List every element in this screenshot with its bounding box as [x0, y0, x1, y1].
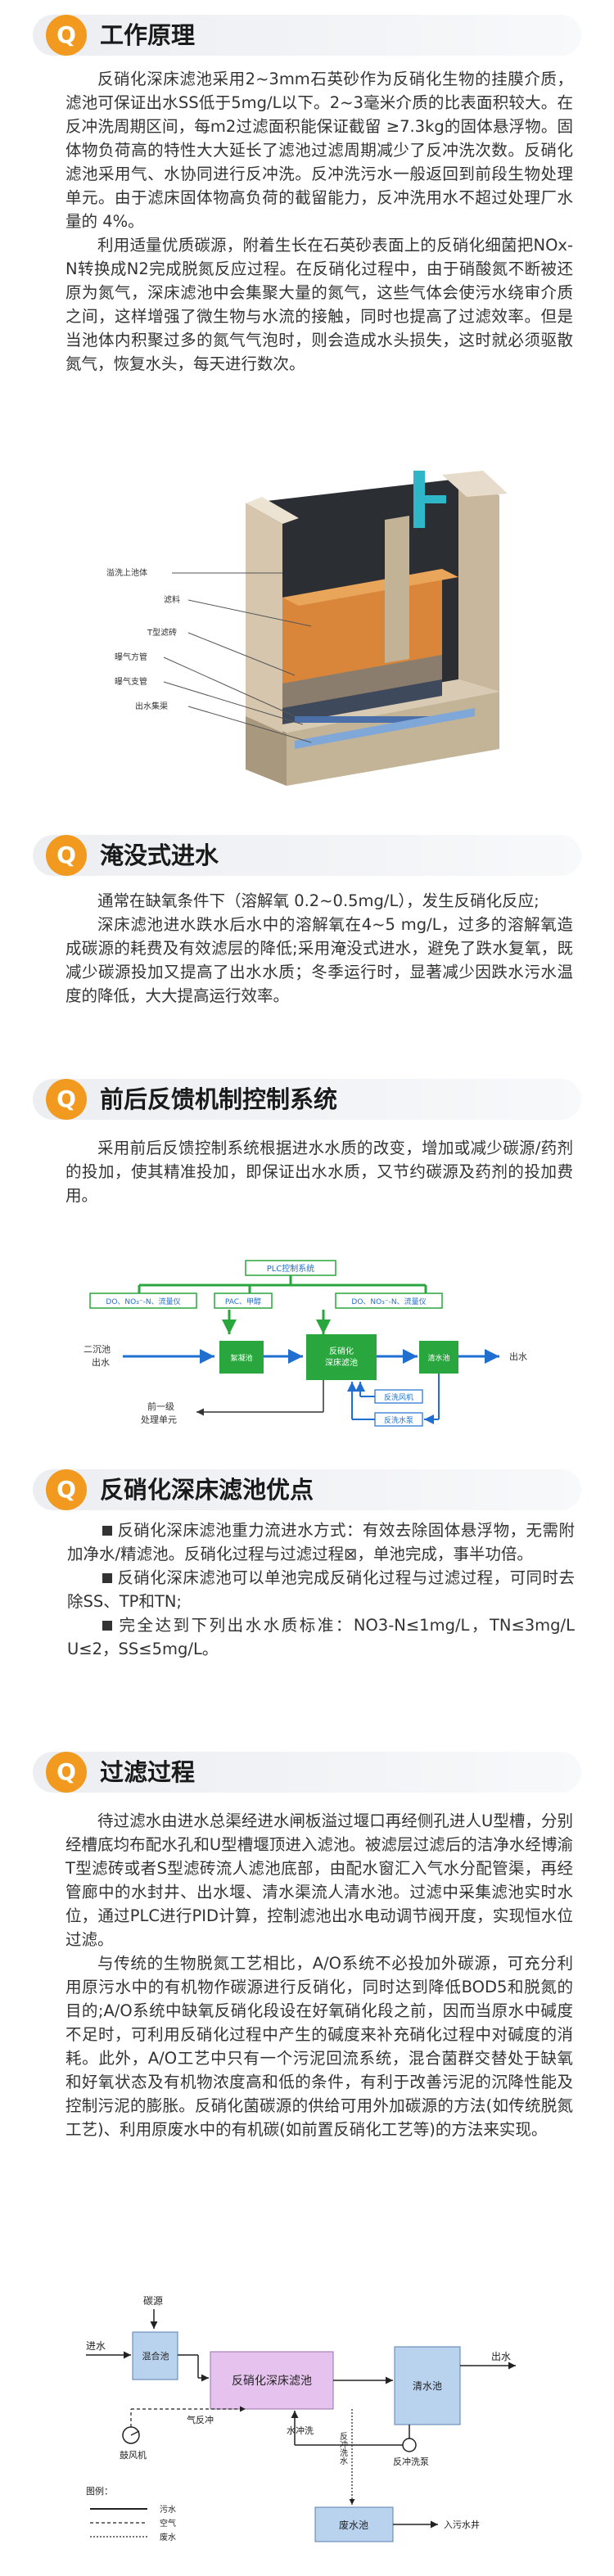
paragraph: 采用前后反馈控制系统根据进水水质的改变，增加或减少碳源/药剂的投加，使其精准投加…	[65, 1139, 573, 1205]
outflow-label: 出水	[491, 2351, 511, 2362]
section-title: 过滤过程	[100, 1758, 196, 1786]
label-outlet-channel: 出水集渠	[135, 701, 168, 711]
inlet-label-line2: 出水	[92, 1356, 110, 1368]
q-icon: Q	[46, 1079, 87, 1120]
blower-label: 鼓风机	[120, 2449, 147, 2461]
paragraph: 待过滤水由进水总渠经进水闸板溢过堰口再经侧孔进人U型槽，分别经槽底均布配水孔和U…	[65, 1811, 573, 1949]
sensor-right-label: DO、NO₃⁻-N、流量仪	[351, 1297, 426, 1306]
section-body-submerged-inlet: 通常在缺氧条件下（溶解氧 0.2~0.5mg/L），发生反硝化反应; 深床滤池进…	[65, 889, 573, 1008]
backwash-pump-label: 反洗水泵	[384, 1415, 413, 1425]
bullet-item: 反硝化深床滤池可以单池完成反硝化过程与过滤过程，可同时去除SS、TP和TN;	[67, 1568, 575, 1611]
q-icon: Q	[46, 1752, 87, 1793]
filter-label-line1: 反硝化	[329, 1346, 354, 1356]
section-header-submerged-inlet: Q 淹没式进水	[33, 835, 581, 876]
pump-icon	[402, 2438, 417, 2452]
label-media: 滤料	[164, 594, 180, 605]
carbon-source-label: 碳源	[143, 2295, 163, 2307]
section-body-principle: 反硝化深床滤池采用2~3mm石英砂作为反硝化生物的挂膜介质，滤池可保证出水SS低…	[65, 67, 573, 376]
paragraph: 与传统的生物脱氮工艺相比，A/O系统不必投加外碳源，可充分利用原污水中的有机物作…	[65, 1954, 573, 2139]
legend-title: 图例：	[86, 2485, 113, 2497]
inlet-label-line1: 二沉池	[84, 1344, 111, 1355]
filter-label-line2: 深床滤池	[325, 1357, 358, 1368]
paragraph: 利用适量优质碳源，附着生长在石英砂表面上的反硝化细菌把NOx-N转换成N2完成脱…	[65, 236, 573, 373]
backwash-pump-label: 反冲洗泵	[393, 2456, 429, 2467]
outlet-label: 出水	[509, 1351, 527, 1362]
q-icon: Q	[46, 1469, 87, 1510]
legend-waste: 废水	[160, 2532, 176, 2542]
legend-air: 空气	[160, 2518, 176, 2529]
section-body-advantages: 反硝化深床滤池重力流进水方式：有效去除固体悬浮物，无需附加净水/精滤池。反硝化过…	[67, 1518, 575, 1661]
label-air-header: 曝气方管	[115, 652, 147, 662]
label-air-branch: 曝气支管	[115, 676, 147, 687]
previous-stage-line1: 前一级	[147, 1401, 174, 1412]
label-t-brick: T型滤砖	[147, 627, 177, 638]
section-title: 淹没式进水	[100, 841, 219, 869]
backwash-drain-label: 反冲洗水	[338, 2432, 348, 2465]
section-title: 反硝化深床滤池优点	[100, 1476, 314, 1504]
filter-tank-label: 反硝化深床滤池	[232, 2375, 312, 2388]
waste-pool-label: 废水池	[339, 2519, 368, 2531]
paragraph: 通常在缺氧条件下（溶解氧 0.2~0.5mg/L），发生反硝化反应;	[97, 891, 540, 910]
filter-cutaway-illustration: 溢洗上池体 滤料 T型滤砖 曝气方管 曝气支管 出水集渠	[106, 471, 508, 786]
label-top-tank: 溢洗上池体	[106, 567, 147, 578]
section-header-feedback: Q 前后反馈机制控制系统	[33, 1079, 581, 1120]
paragraph: 深床滤池进水跌水后水中的溶解氧在4~5 mg/L，过多的溶解氧造成碳源的耗费及有…	[65, 915, 573, 1005]
bullet-square-icon	[102, 1525, 112, 1536]
q-icon: Q	[46, 15, 87, 56]
bullet-square-icon	[102, 1572, 112, 1583]
section-body-filtration: 待过滤水由进水总渠经进水闸板溢过堰口再经侧孔进人U型槽，分别经槽底均布配水孔和U…	[65, 1809, 573, 2141]
paragraph: 反硝化深床滤池采用2~3mm石英砂作为反硝化生物的挂膜介质，滤池可保证出水SS低…	[65, 70, 573, 231]
chemical-label: PAC、甲醇	[225, 1297, 261, 1306]
section-header-principle: Q 工作原理	[33, 15, 581, 56]
sensor-left-label: DO、NO₃⁻-N、流量仪	[106, 1297, 180, 1306]
section-body-feedback: 采用前后反馈控制系统根据进水水质的改变，增加或减少碳源/药剂的投加，使其精准投加…	[65, 1136, 573, 1207]
plc-label: PLC控制系统	[267, 1263, 315, 1274]
water-backwash-label: 水冲洗	[287, 2425, 314, 2436]
bullet-item: 反硝化深床滤池重力流进水方式：有效去除固体悬浮物，无需附加净水/精滤池。反硝化过…	[67, 1521, 575, 1563]
process-flow-diagram: 碳源 进水 混合池 反硝化深床滤池 清水池 出水 气反冲 鼓风机 水冲洗 反冲洗…	[86, 2295, 516, 2542]
blower-icon	[122, 2426, 140, 2444]
sewer-label: 入污水井	[444, 2519, 480, 2530]
control-system-diagram: PLC控制系统 DO、NO₃⁻-N、流量仪 DO、NO₃⁻-N、流量仪 PAC、…	[84, 1260, 527, 1427]
bullet-square-icon	[102, 1620, 112, 1631]
inflow-label: 进水	[86, 2340, 106, 2352]
previous-stage-line2: 处理单元	[141, 1414, 177, 1425]
clear-tank-label: 清水池	[427, 1353, 449, 1363]
backwash-fan-label: 反洗风机	[384, 1392, 413, 1402]
section-title: 前后反馈机制控制系统	[100, 1085, 338, 1113]
section-header-filtration: Q 过滤过程	[33, 1752, 581, 1793]
bullet-item: 完全达到下列出水水质标准：NO3-N≤1mg/L，TN≤3mg/L U≤2，SS…	[67, 1616, 575, 1658]
air-backwash-label: 气反冲	[187, 2414, 214, 2425]
q-icon: Q	[46, 835, 87, 876]
flocculation-tank-label: 絮凝池	[230, 1353, 252, 1363]
mix-tank-label: 混合池	[142, 2350, 169, 2362]
section-title: 工作原理	[100, 21, 196, 49]
section-header-advantages: Q 反硝化深床滤池优点	[33, 1469, 581, 1510]
legend-sewage: 污水	[160, 2505, 176, 2515]
clear-tank-label: 清水池	[413, 2380, 442, 2392]
